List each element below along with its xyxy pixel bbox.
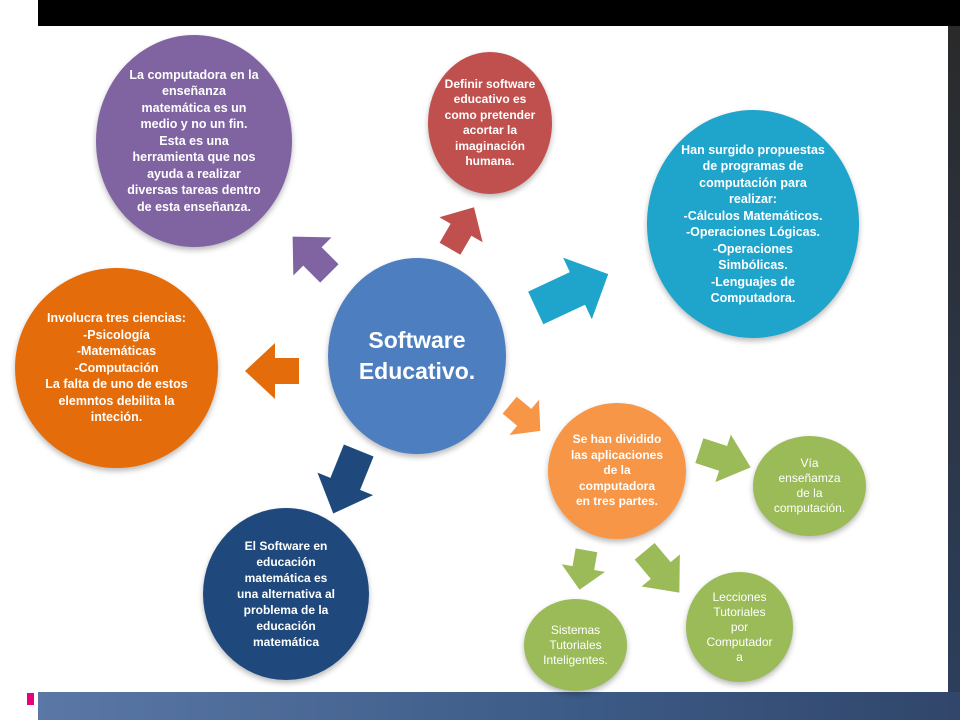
node-three-sciences-text: Involucra tres ciencias: -Psicología -Ma…: [45, 311, 188, 425]
arrow-to-navy: [317, 444, 374, 514]
node-alternative-text: El Software en educación matemática es u…: [236, 539, 336, 649]
node-three-parts-text: Se han dividido las aplicaciones de la c…: [570, 432, 664, 509]
slide-top-band: [38, 0, 960, 26]
node-via-ensenanza-text: Vía enseñamza de la computación.: [773, 456, 846, 515]
arrow-to-purple: [292, 236, 339, 283]
node-program-proposals: Han surgido propuestas de programas de c…: [647, 110, 859, 338]
arrow-to-via: [695, 434, 751, 483]
node-lecciones-tutoriales: Lecciones Tutoriales por Computador a: [686, 572, 793, 682]
node-via-ensenanza: Vía enseñamza de la computación.: [753, 436, 866, 536]
arrow-to-teal: [528, 257, 609, 325]
central-topic-text: Software Educativo.: [358, 327, 476, 384]
node-three-parts: Se han dividido las aplicaciones de la c…: [548, 403, 686, 539]
arrow-to-red: [439, 207, 483, 255]
node-computer-in-teaching: La computadora en la enseñanza matemátic…: [96, 35, 292, 247]
arrow-to-sistemas: [561, 548, 606, 590]
slide-bottom-band: [38, 692, 960, 720]
node-alternative: El Software en educación matemática es u…: [203, 508, 369, 680]
slide-right-band: [948, 26, 960, 720]
arrow-to-lecciones: [634, 542, 680, 593]
node-three-sciences: Involucra tres ciencias: -Psicología -Ma…: [15, 268, 218, 468]
slide-marker: [27, 693, 34, 705]
node-lecciones-tutoriales-text: Lecciones Tutoriales por Computador a: [706, 589, 773, 664]
node-defining-software-text: Definir software educativo es como prete…: [444, 76, 536, 169]
central-topic: Software Educativo.: [328, 258, 506, 454]
node-sistemas-tutoriales: Sistemas Tutoriales Inteligentes.: [524, 599, 627, 691]
node-program-proposals-text: Han surgido propuestas de programas de c…: [681, 142, 825, 306]
arrow-to-peach: [502, 396, 541, 435]
node-sistemas-tutoriales-text: Sistemas Tutoriales Inteligentes.: [543, 622, 608, 667]
node-defining-software: Definir software educativo es como prete…: [428, 52, 552, 194]
node-computer-in-teaching-text: La computadora en la enseñanza matemátic…: [127, 67, 261, 214]
arrow-to-orange: [245, 343, 299, 399]
